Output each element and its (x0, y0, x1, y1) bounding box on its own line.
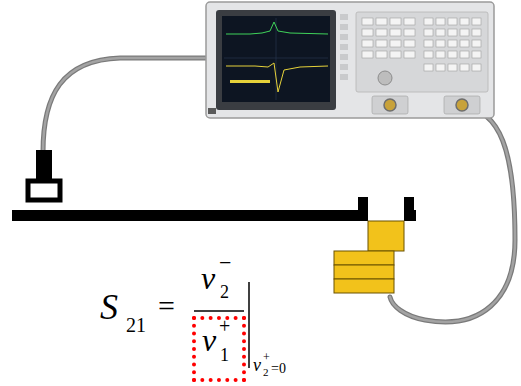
port-1 (384, 99, 396, 111)
keypad-panel (356, 12, 488, 92)
board-ground (404, 210, 416, 221)
probe-cable-highlight (43, 58, 215, 152)
equation-symbol: =0 (271, 362, 286, 376)
highlight-box: v1 + (192, 316, 246, 382)
analyzer-body (206, 2, 494, 118)
equation-symbol: 1 (220, 346, 229, 364)
screen-bezel (216, 10, 336, 110)
equation-symbol: v (202, 324, 216, 356)
softkey (340, 44, 348, 50)
board-edge-post (358, 197, 368, 221)
connector-cable-highlight (390, 106, 515, 322)
probe-handle (36, 150, 52, 182)
softkey (340, 34, 348, 40)
port-2-panel (444, 96, 480, 114)
sma-connector (334, 221, 404, 293)
softkey (340, 24, 348, 30)
port-1-panel (372, 96, 408, 114)
probe-tip (28, 181, 60, 200)
equation-symbol: v (201, 262, 215, 294)
keypad (362, 18, 481, 71)
equation-symbol: = (158, 291, 175, 321)
trace-marker (230, 80, 270, 83)
connector-stem (368, 221, 404, 251)
equation-symbol: 21 (126, 315, 146, 335)
equation-symbol: v (253, 356, 261, 374)
trace-green (226, 22, 328, 34)
softkey (340, 14, 348, 20)
trace-yellow (226, 63, 328, 92)
equation-symbol: 2 (220, 283, 229, 301)
power-button (208, 108, 216, 114)
screen (222, 16, 330, 102)
softkey (340, 74, 348, 80)
network-analyzer (206, 2, 494, 118)
softkey (340, 54, 348, 60)
equation-symbol: + (219, 316, 230, 336)
fraction-bar (194, 310, 244, 312)
evaluation-bar (248, 282, 250, 368)
connector-cable (390, 106, 515, 322)
equation-symbol: S (100, 289, 118, 325)
equation-symbol: − (219, 252, 231, 274)
softkey (340, 64, 348, 70)
probe-cable (43, 58, 215, 152)
equation-symbol: 2 (263, 367, 269, 378)
knob (378, 71, 392, 85)
grid-line (276, 18, 277, 100)
connector-plate (334, 251, 394, 265)
connector-plate (334, 279, 394, 293)
port-2 (456, 99, 468, 111)
equation-symbol: + (263, 351, 270, 363)
connector-plate (334, 265, 394, 279)
board-trace (12, 210, 368, 221)
